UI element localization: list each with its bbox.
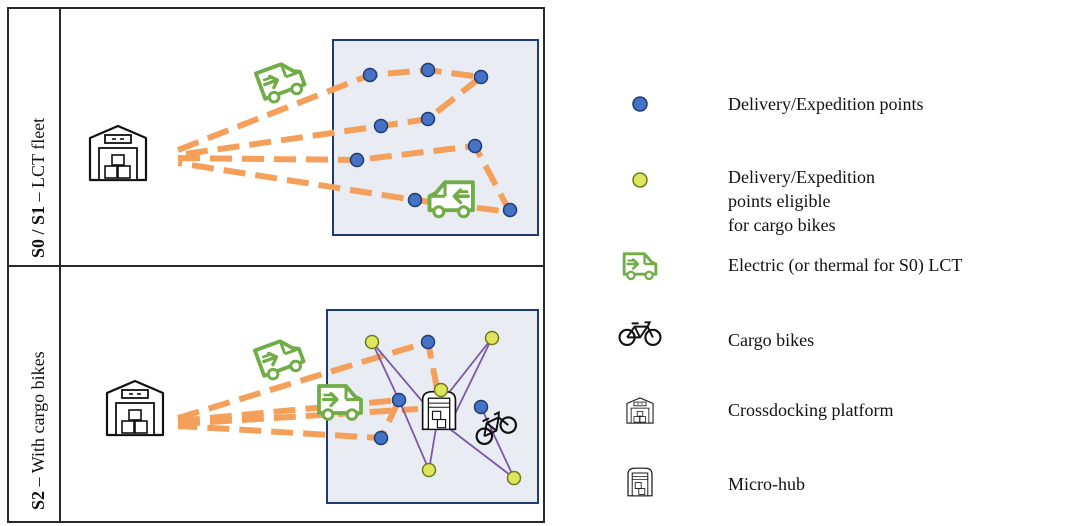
legend-label: Delivery/Expedition points eligible for …: [728, 167, 875, 235]
legend-item-crossdocking: Crossdocking platform: [615, 390, 893, 430]
panel-label-bottom: S2 – With cargo bikes: [28, 351, 48, 510]
cargo-bike-point: [433, 382, 449, 398]
cargo-bike-point: [506, 470, 522, 486]
yellow-dot-icon: [615, 160, 665, 200]
delivery-point: [420, 111, 436, 127]
bike-route-1: [371, 337, 493, 474]
delivery-point: [391, 392, 407, 408]
cargo-bike-point: [484, 330, 500, 346]
route-bottom-3: [177, 406, 419, 427]
blue-dot-icon: [615, 84, 665, 124]
micro-hub-icon: [615, 462, 665, 502]
legend-item-lct: Electric (or thermal for S0) LCT: [615, 244, 962, 284]
delivery-point: [362, 67, 378, 83]
delivery-point: [420, 334, 436, 350]
delivery-point: [420, 62, 436, 78]
points-top: [349, 62, 518, 218]
delivery-point: [467, 138, 483, 154]
legend-item-cargo-bikes: Cargo bikes: [615, 312, 814, 352]
van-icon-bottom-1: [253, 334, 308, 384]
legend-item-micro-hub: Micro-hub: [615, 462, 805, 502]
legend-label: Crossdocking platform: [728, 400, 894, 420]
micro-hub-icon-map: [421, 390, 457, 431]
bike-route-2: [371, 341, 515, 479]
cargo-bike-point: [421, 462, 437, 478]
legend-item-delivery-points: Delivery/Expedition points: [615, 84, 923, 124]
legend-label: Micro-hub: [728, 474, 805, 494]
delivery-point: [407, 192, 423, 208]
delivery-point: [349, 152, 365, 168]
bicycle-icon: [615, 312, 665, 352]
legend-item-cargo-eligible-points: Delivery/Expedition points eligible for …: [615, 160, 875, 235]
warehouse-icon: [615, 390, 665, 430]
delivery-point: [373, 118, 389, 134]
delivery-point: [502, 202, 518, 218]
legend-label: Delivery/Expedition points: [728, 94, 924, 114]
panel-label-top: S0 / S1 – LCT fleet: [28, 118, 48, 258]
route-top-2: [177, 142, 516, 216]
van-icon-top-1: [254, 57, 309, 107]
legend-label: Cargo bikes: [728, 330, 815, 350]
cargo-bike-point: [364, 334, 380, 350]
route-bottom-2: [177, 396, 404, 442]
points-bottom: [364, 330, 522, 486]
legend-label: Electric (or thermal for S0) LCT: [728, 255, 963, 275]
delivery-point: [373, 430, 389, 446]
crossdock-warehouse-icon-top: [88, 124, 148, 182]
crossdock-warehouse-icon-bottom: [105, 379, 165, 437]
delivery-point: [473, 69, 489, 85]
bike-routes: [371, 337, 515, 479]
van-icon: [615, 244, 665, 284]
delivery-point: [473, 399, 489, 415]
